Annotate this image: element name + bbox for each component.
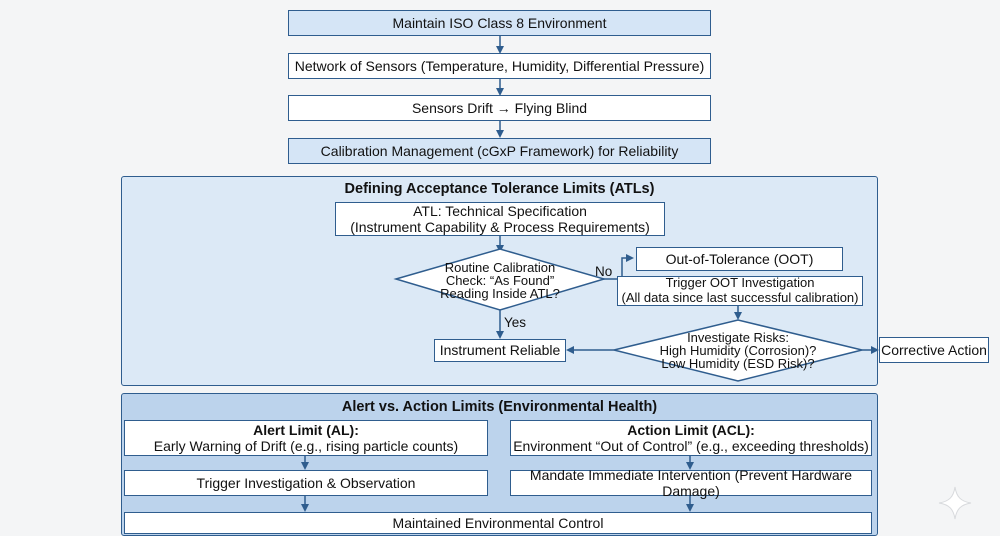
alert-step-box: Trigger Investigation & Observation xyxy=(124,470,488,496)
action-step-text: Mandate Immediate Intervention (Prevent … xyxy=(529,466,853,499)
calibration-management-box: Calibration Management (cGxP Framework) … xyxy=(288,138,711,164)
decision-diamond-check xyxy=(393,248,607,311)
instrument-reliable-box: Instrument Reliable xyxy=(434,339,566,362)
check-line1: Routine Calibration xyxy=(444,259,556,275)
check-line2: Check: “As Found” xyxy=(445,272,555,288)
no-label: No xyxy=(595,264,613,279)
risk-line3: Low Humidity (ESD Risk)? xyxy=(661,355,815,371)
oot-text: Out-of-Tolerance (OOT) xyxy=(665,250,814,267)
sparkle-icon xyxy=(938,486,972,520)
action-limit-title: Action Limit (ACL): xyxy=(627,421,755,438)
trigger-line1: Trigger OOT Investigation xyxy=(665,275,815,291)
sensors-network-box: Network of Sensors (Temperature, Humidit… xyxy=(288,53,711,79)
sensors-drift-box: Sensors Drift → Flying Blind xyxy=(288,95,711,121)
risk-line2: High Humidity (Corrosion)? xyxy=(659,342,817,358)
sensors-drift-text: Sensors Drift → Flying Blind xyxy=(411,99,588,116)
atl-spec-line1: ATL: Technical Specification xyxy=(413,202,587,219)
maintained-control-text: Maintained Environmental Control xyxy=(392,514,604,531)
instrument-reliable-text: Instrument Reliable xyxy=(439,342,561,359)
action-limit-box: Action Limit (ACL): Environment “Out of … xyxy=(510,420,872,456)
atl-spec-box: ATL: Technical Specification (Instrument… xyxy=(335,202,665,236)
alert-limit-box: Alert Limit (AL): Early Warning of Drift… xyxy=(124,420,488,456)
trigger-line2: (All data since last successful calibrat… xyxy=(621,290,859,305)
oot-box: Out-of-Tolerance (OOT) xyxy=(636,247,843,271)
check-line3: Reading Inside ATL? xyxy=(440,285,560,301)
atl-panel-title: Defining Acceptance Tolerance Limits (AT… xyxy=(344,181,655,197)
yes-label: Yes xyxy=(504,315,527,330)
calibration-check-text: Routine Calibration Check: “As Found” Re… xyxy=(430,259,570,301)
action-step-box: Mandate Immediate Intervention (Prevent … xyxy=(510,466,872,499)
alert-limit-title: Alert Limit (AL): xyxy=(253,421,359,438)
calibration-management-text: Calibration Management (cGxP Framework) … xyxy=(320,142,679,159)
action-limit-desc: Environment “Out of Control” (e.g., exce… xyxy=(513,438,869,454)
trigger-oot-box: Trigger OOT Investigation (All data sinc… xyxy=(617,275,863,306)
limits-panel-title: Alert vs. Action Limits (Environmental H… xyxy=(341,399,658,415)
maintained-control-box: Maintained Environmental Control xyxy=(124,512,872,534)
maintain-environment-box: Maintain ISO Class 8 Environment xyxy=(288,10,711,36)
alert-step-text: Trigger Investigation & Observation xyxy=(196,474,416,491)
investigate-risks-text: Investigate Risks: High Humidity (Corros… xyxy=(658,330,818,370)
corrective-action-text: Corrective Action xyxy=(881,341,987,358)
atl-spec-line2: (Instrument Capability & Process Require… xyxy=(350,219,650,235)
alert-limit-desc: Early Warning of Drift (e.g., rising par… xyxy=(153,438,459,454)
corrective-action-box: Corrective Action xyxy=(879,337,989,363)
risk-line1: Investigate Risks: xyxy=(687,329,789,345)
decision-diamond-risks xyxy=(613,319,863,382)
sensors-network-text: Network of Sensors (Temperature, Humidit… xyxy=(294,57,705,74)
maintain-environment-text: Maintain ISO Class 8 Environment xyxy=(392,14,607,31)
